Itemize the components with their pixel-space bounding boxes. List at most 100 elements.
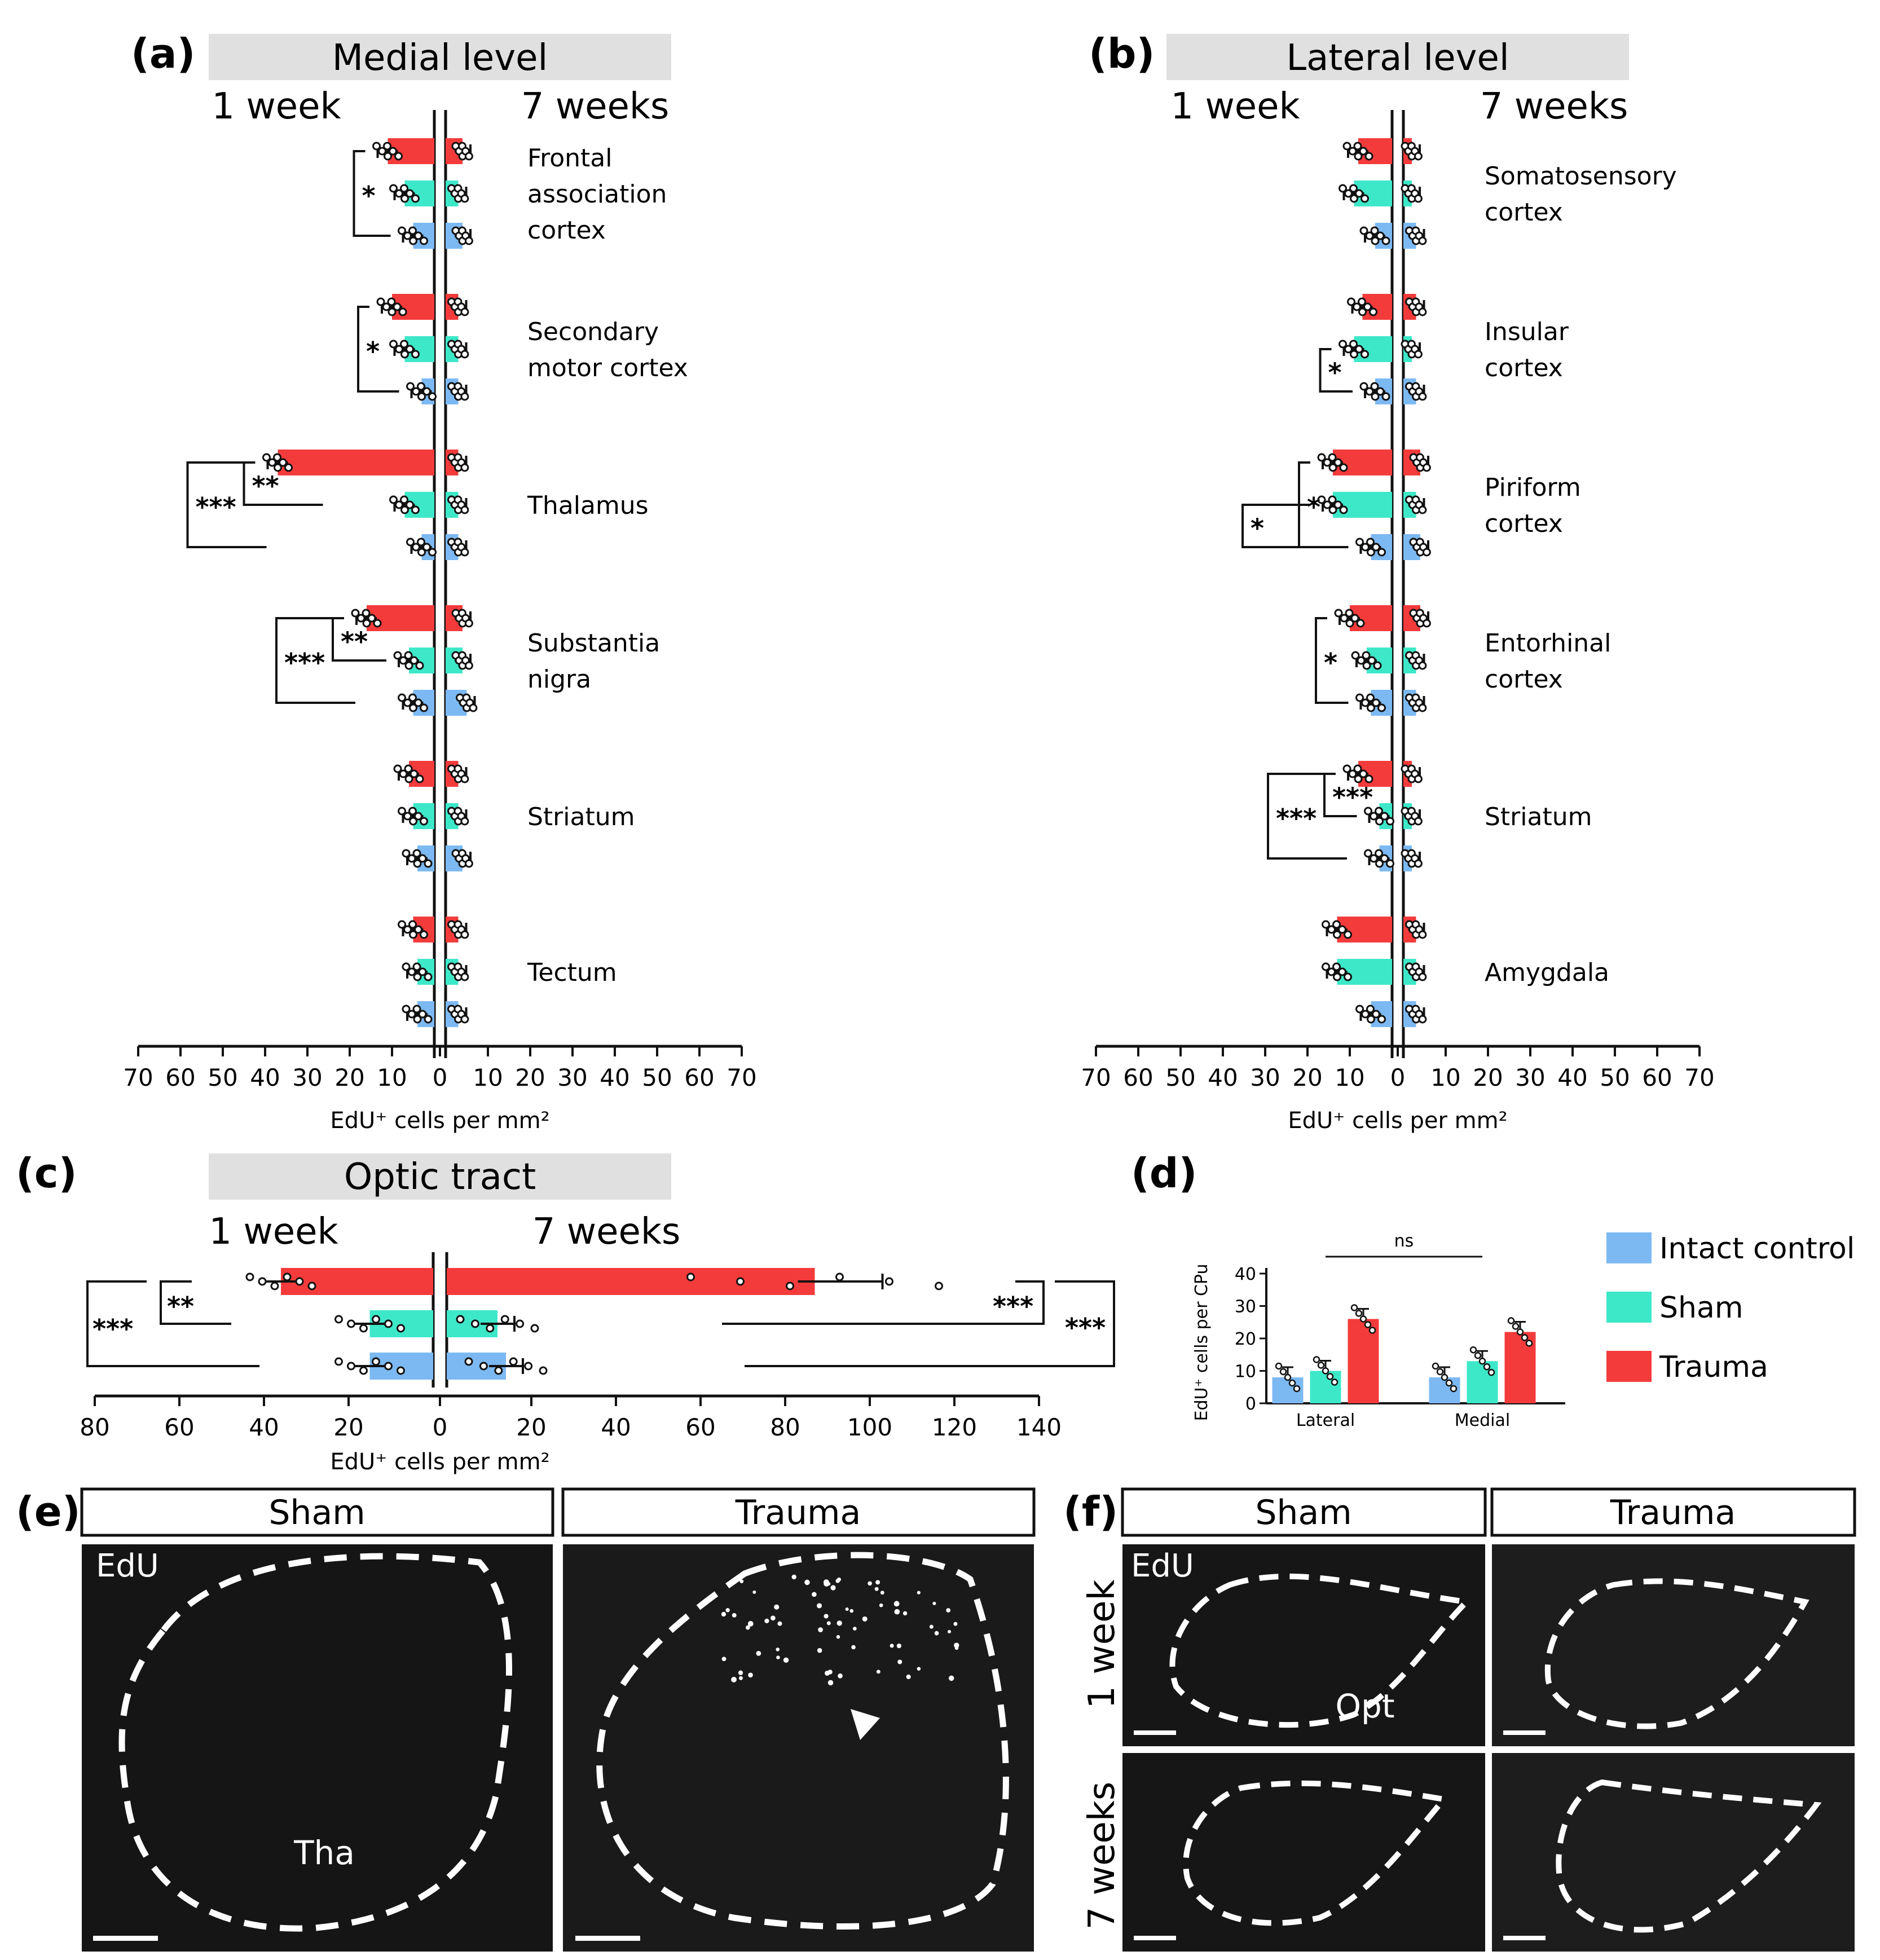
data-point xyxy=(420,236,428,245)
panel-f: (f) Sham Trauma 1 week 7 weeks EdU Opt xyxy=(1063,1487,1856,1952)
panel-a-right-header: 7 weeks xyxy=(521,86,670,127)
significance-label: * xyxy=(366,336,380,367)
data-point xyxy=(417,382,425,391)
data-point xyxy=(412,543,420,552)
y-tick-label: 20 xyxy=(1235,1329,1256,1349)
data-point xyxy=(1367,703,1375,712)
data-point xyxy=(1333,500,1342,509)
data-point xyxy=(1349,184,1358,193)
data-point xyxy=(1380,854,1389,863)
data-point xyxy=(407,1010,416,1019)
region-label-frontal-association-cortex: cortex xyxy=(527,216,606,245)
data-point xyxy=(486,1324,495,1333)
data-point xyxy=(398,307,407,316)
data-point xyxy=(1364,1321,1372,1328)
data-point xyxy=(1353,142,1362,151)
data-point xyxy=(415,774,424,783)
data-point xyxy=(1373,661,1382,670)
panel-a: (a) Medial level 1 week 7 weeks Frontala… xyxy=(123,30,756,1134)
data-point xyxy=(384,1362,393,1371)
data-point xyxy=(1375,807,1383,816)
edu-cell xyxy=(823,1579,829,1585)
panel-c: (c) Optic tract 1 week 7 weeks *********… xyxy=(16,1149,1115,1475)
data-point xyxy=(414,925,422,934)
significance-bracket xyxy=(1315,617,1349,704)
data-point xyxy=(1469,1346,1477,1354)
data-point xyxy=(1418,505,1427,514)
data-point xyxy=(1353,764,1362,773)
edu-cell xyxy=(721,1611,727,1617)
data-point xyxy=(1366,1005,1375,1014)
y-tick-label: 10 xyxy=(1235,1362,1256,1382)
data-point xyxy=(1507,1317,1515,1324)
roi-outline-optic-trauma-7wk xyxy=(1556,1779,1822,1933)
edu-cell xyxy=(836,1620,842,1626)
data-point xyxy=(359,1324,368,1333)
significance-bracket xyxy=(275,617,355,704)
bar-optic-tract-7wk-trauma xyxy=(447,1268,815,1295)
edu-cell xyxy=(747,1620,754,1627)
data-point xyxy=(1370,226,1379,235)
data-point xyxy=(1422,548,1431,557)
bar-medial-sham xyxy=(1467,1361,1498,1403)
data-point xyxy=(397,1324,405,1333)
data-point xyxy=(1371,236,1380,245)
edu-cell xyxy=(830,1585,836,1591)
data-point xyxy=(1370,382,1379,391)
data-point xyxy=(398,920,406,929)
data-point xyxy=(1279,1368,1287,1376)
data-point xyxy=(464,236,473,245)
data-point xyxy=(274,463,282,472)
panel-b-left-header: 1 week xyxy=(1170,86,1300,127)
edu-cell xyxy=(868,1581,872,1586)
data-point xyxy=(409,930,417,939)
significance-label: *** xyxy=(993,1291,1033,1322)
significance-label: *** xyxy=(1065,1312,1106,1343)
data-point xyxy=(470,1319,479,1328)
data-point xyxy=(1323,458,1332,467)
edu-cell xyxy=(954,1646,959,1650)
micrograph-f-trauma-7wk xyxy=(1492,1753,1855,1952)
data-point xyxy=(1370,812,1378,821)
data-point xyxy=(393,764,402,773)
panel-c-right-header: 7 weeks xyxy=(532,1211,681,1253)
data-point xyxy=(1355,538,1364,547)
edu-cell xyxy=(752,1590,756,1594)
x-tick-label: 10 xyxy=(1335,1064,1364,1091)
edu-cell xyxy=(917,1591,921,1595)
region-label-secondary-motor-cortex: motor cortex xyxy=(527,354,688,382)
data-point xyxy=(464,152,473,161)
data-point xyxy=(412,962,421,971)
data-point xyxy=(398,226,406,235)
panel-b-title: Lateral level xyxy=(1286,37,1509,79)
edu-cell xyxy=(791,1574,796,1580)
data-point xyxy=(372,1315,380,1324)
data-point xyxy=(1370,854,1378,863)
edu-cell xyxy=(818,1627,823,1632)
region-label-substantia-nigra: nigra xyxy=(527,665,591,694)
data-point xyxy=(1333,972,1341,981)
x-tick-label: 50 xyxy=(1165,1064,1195,1091)
region-label-amygdala: Amygdala xyxy=(1485,958,1609,987)
edu-cell xyxy=(929,1624,934,1629)
edu-cell xyxy=(849,1609,854,1613)
legend-label-intact-control: Intact control xyxy=(1659,1232,1855,1266)
data-point xyxy=(1381,392,1390,401)
region-label-entorhinal-cortex: Entorhinal xyxy=(1485,629,1611,658)
significance-label: *** xyxy=(93,1314,133,1344)
x-tick-label: 80 xyxy=(80,1413,109,1441)
data-point xyxy=(1355,1310,1363,1317)
significance-label: *** xyxy=(284,648,325,678)
data-point xyxy=(422,387,431,396)
significance-bracket xyxy=(86,1280,259,1367)
data-point xyxy=(1359,226,1368,235)
data-point xyxy=(1432,1362,1439,1370)
data-point xyxy=(394,152,403,161)
data-point xyxy=(1361,194,1369,203)
data-point xyxy=(376,297,385,306)
x-tick-label: 40 xyxy=(601,1413,631,1441)
data-point xyxy=(406,382,415,391)
data-point xyxy=(1359,769,1368,778)
edu-cell xyxy=(738,1676,743,1680)
